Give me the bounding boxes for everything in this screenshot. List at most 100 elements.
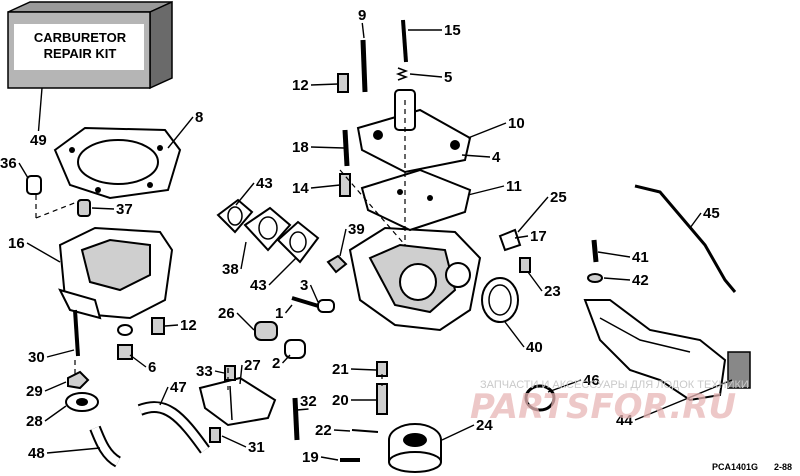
carburetor-body [348,226,482,332]
callout-21: 21 [332,361,349,378]
callout-43: 43 [250,277,267,294]
leader-10 [467,122,507,139]
gasket-43-upper [216,198,254,234]
spring-5 [395,67,409,81]
screw-31 [209,427,221,443]
callout-8: 8 [195,109,203,126]
leader-2 [281,354,291,364]
callout-30: 30 [28,349,45,366]
leader-44 [634,379,733,421]
valve-20 [376,383,388,415]
callout-25: 25 [550,189,567,206]
callout-45: 45 [703,205,720,222]
leader-49 [37,87,43,132]
gasket-11 [360,168,472,232]
callout-38: 38 [222,261,239,278]
callout-11: 11 [506,178,522,195]
callout-14: 14 [292,180,309,197]
leader-9 [361,22,365,39]
leader-11 [467,185,505,196]
callout-28: 28 [26,413,43,430]
leader-31 [221,435,247,448]
leader-14 [310,184,341,189]
callout-24: 24 [476,417,493,434]
stud-32 [292,397,300,441]
callout-29: 29 [26,383,43,400]
leader-33 [214,370,225,374]
leader-25 [517,196,549,233]
screw-9 [360,39,368,93]
callout-32: 32 [300,393,317,410]
leader-46 [547,379,582,393]
leader-47 [159,386,169,406]
spring-3 [317,299,335,313]
leader-26 [236,312,255,331]
leader-38 [240,241,247,270]
callout-5: 5 [444,69,452,86]
callout-41: 41 [632,249,649,266]
clamp-46 [524,384,556,412]
leader-19 [320,456,339,461]
leader-40 [504,321,525,348]
leader-24 [441,424,475,441]
leader-18 [310,146,345,149]
callout-47: 47 [170,379,187,396]
leader-32 [296,408,309,411]
callout-27: 27 [244,357,261,374]
screw-12-upper [337,73,349,93]
callout-6: 6 [148,359,156,376]
gasket-8 [53,126,182,200]
leader-5 [409,73,443,78]
gasket-28 [65,392,99,412]
callout-9: 9 [358,7,366,24]
leader-27 [239,364,243,385]
callout-48: 48 [28,445,45,462]
callout-18: 18 [292,139,309,156]
spring-14 [339,173,351,197]
callout-26: 26 [218,305,235,322]
callout-12: 12 [180,317,197,334]
callout-23: 23 [544,283,561,300]
leader-28 [44,405,67,422]
intake-silencer [583,299,727,402]
screw-41 [591,239,599,263]
leader-8 [167,116,194,149]
cover-10 [356,89,472,174]
leader-45 [689,212,702,229]
leader-41 [597,251,631,258]
link-45 [634,184,737,293]
callout-33: 33 [196,363,213,380]
assembly-guides [35,100,406,390]
screw-21 [376,361,388,377]
screw-33 [224,365,236,381]
callout-leaders [18,22,733,461]
callout-15: 15 [444,22,461,39]
plug-37 [77,199,91,217]
callout-49: 49 [30,132,47,149]
needle-valve-39 [326,254,348,274]
screen-44 [727,351,751,389]
clip-25 [498,228,522,252]
kit-title-line1: CARBURETOR [34,30,127,45]
callout-39: 39 [348,221,365,238]
callout-1: 1 [275,305,283,322]
hose-47 [137,400,210,454]
leader-37 [91,207,115,210]
gasket-38 [243,206,292,252]
figure-date: 2-88 [774,462,792,472]
gasket-43-lower [276,220,320,264]
gasket-40 [481,277,519,323]
leader-3 [309,284,319,303]
float-bowl-16 [58,226,174,320]
shaft-22 [351,429,379,433]
callout-4: 4 [492,149,501,166]
callout-3: 3 [300,277,308,294]
leader-17 [514,235,529,239]
leader-48 [46,447,101,454]
callout-16: 16 [8,235,25,252]
bushing-2 [284,339,306,359]
repair-kit-box: CARBURETOR REPAIR KIT [7,0,173,90]
